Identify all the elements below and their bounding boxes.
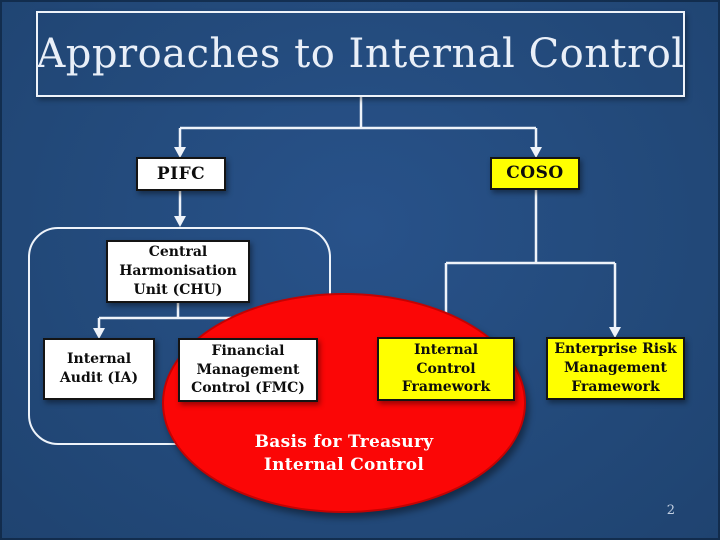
- node-pifc: PIFC: [136, 157, 226, 191]
- arrowhead-ia: [93, 328, 105, 339]
- page-number: 2: [666, 503, 675, 518]
- arrowhead-coso: [530, 147, 542, 158]
- arrowhead-erm: [609, 327, 621, 338]
- basis-for-treasury-ellipse: Basis for Treasury Internal Control: [162, 293, 526, 513]
- arrowhead-group: [174, 216, 186, 227]
- node-central-harmonisation-unit: Central Harmonisation Unit (CHU): [106, 240, 250, 303]
- connector-title-split: [178, 97, 538, 148]
- node-financial-management-control: Financial Management Control (FMC): [178, 338, 318, 402]
- arrowhead-pifc: [174, 147, 186, 158]
- slide-title: Approaches to Internal Control: [36, 31, 685, 77]
- connector-coso-split: [444, 190, 617, 327]
- node-coso: COSO: [490, 157, 580, 190]
- title-box: Approaches to Internal Control: [36, 11, 685, 97]
- ellipse-label: Basis for Treasury Internal Control: [254, 432, 434, 475]
- node-internal-audit: Internal Audit (IA): [43, 338, 155, 400]
- node-internal-control-framework: Internal Control Framework: [377, 337, 515, 401]
- node-enterprise-risk-management-framework: Enterprise Risk Management Framework: [546, 337, 685, 400]
